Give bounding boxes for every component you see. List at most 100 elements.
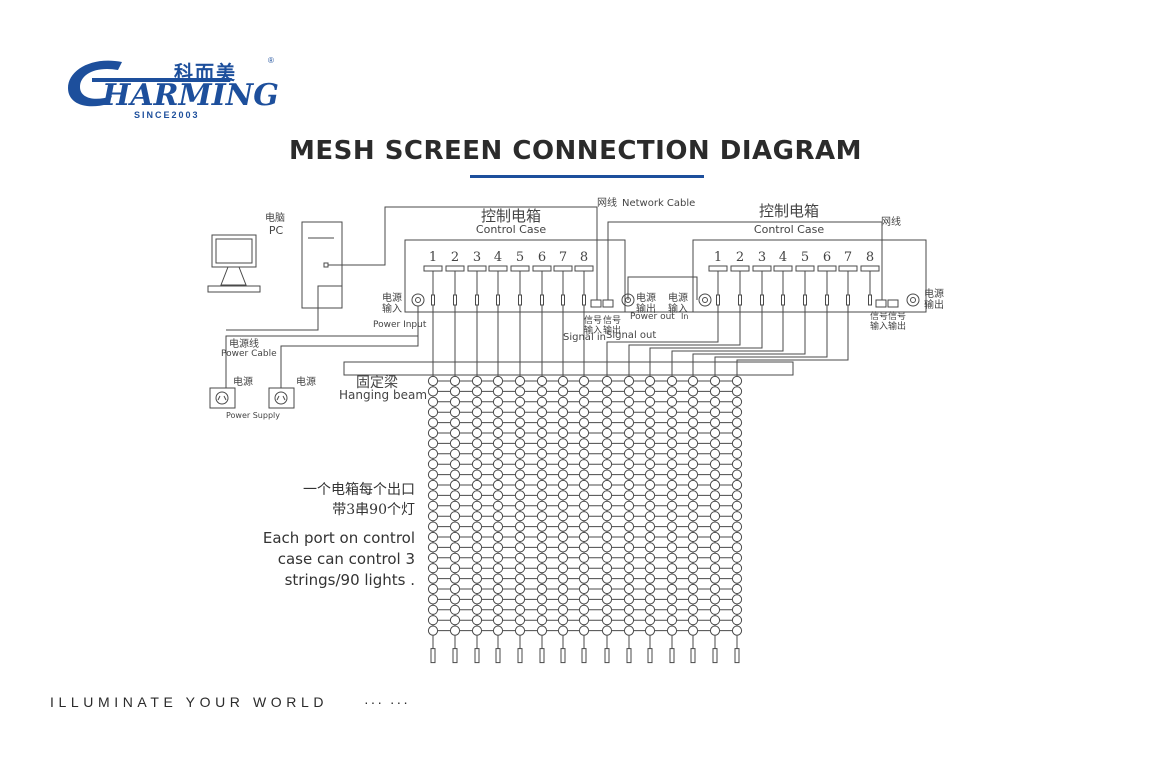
- led-node: [731, 604, 743, 615]
- led-node: [731, 552, 743, 563]
- led-node: [601, 375, 613, 387]
- led-node: [601, 583, 613, 595]
- led-node: [709, 375, 721, 387]
- led-node: [666, 615, 678, 626]
- led-node: [578, 386, 590, 397]
- case2-port-number-5: 5: [801, 250, 809, 265]
- led-node: [644, 615, 656, 626]
- led-node: [536, 479, 548, 491]
- led-node: [449, 563, 461, 574]
- led-node: [492, 490, 504, 501]
- led-node: [601, 438, 613, 449]
- led-node: [449, 396, 461, 407]
- led-node: [578, 594, 590, 605]
- led-node: [666, 563, 678, 574]
- led-node: [514, 459, 526, 470]
- led-node: [709, 625, 721, 636]
- control-case-label-en-2: Control Case: [754, 223, 824, 236]
- led-node: [536, 396, 548, 407]
- led-node: [687, 552, 699, 563]
- led-node: [731, 479, 743, 491]
- led-node: [731, 459, 743, 470]
- power-input-icon: [411, 293, 425, 307]
- case2-port-number-8: 8: [866, 250, 874, 265]
- case1-port-6: [532, 265, 552, 272]
- led-node: [623, 552, 635, 563]
- string-end-cap-5: [517, 648, 523, 664]
- led-node: [471, 459, 483, 470]
- led-node: [557, 386, 569, 397]
- led-node: [427, 417, 439, 428]
- led-node: [449, 407, 461, 418]
- led-node: [557, 521, 569, 532]
- led-node: [514, 542, 526, 553]
- string-end-cap-15: [734, 648, 740, 664]
- led-node: [687, 573, 699, 584]
- led-node: [536, 375, 548, 387]
- network-label-cn: 网线: [597, 196, 617, 209]
- led-node: [601, 407, 613, 418]
- signal-out-port-2: [887, 299, 899, 308]
- led-node: [687, 438, 699, 449]
- led-node: [578, 375, 590, 387]
- logo-since: SINCE2003: [134, 110, 200, 120]
- led-node: [601, 490, 613, 501]
- led-node: [601, 511, 613, 522]
- led-node: [557, 469, 569, 480]
- led-node: [427, 511, 439, 522]
- signal-in-label-cn-2-1: 输入: [870, 320, 888, 332]
- signal-out-label-cn-1: 输出: [603, 324, 621, 336]
- case1-port-plug-3: [475, 294, 479, 306]
- led-node: [557, 479, 569, 491]
- led-node: [623, 500, 635, 511]
- hanging-beam: [343, 361, 794, 376]
- case2-port-plug-5: [803, 294, 807, 306]
- led-node: [623, 459, 635, 470]
- led-node: [666, 500, 678, 511]
- led-node: [709, 459, 721, 470]
- power-cable-label-en: Power Cable: [221, 349, 277, 359]
- led-node: [492, 583, 504, 595]
- led-node: [449, 573, 461, 584]
- string-end-cap-6: [539, 648, 545, 664]
- led-node: [709, 511, 721, 522]
- case1-port-number-3: 3: [473, 250, 481, 265]
- led-node: [623, 604, 635, 615]
- led-node: [601, 417, 613, 428]
- led-node: [687, 490, 699, 501]
- string-end-cap-12: [669, 648, 675, 664]
- led-node: [666, 386, 678, 397]
- power-input-label-cn-0: 电源: [382, 291, 402, 304]
- led-node: [709, 594, 721, 605]
- case2-port-plug-7: [846, 294, 850, 306]
- led-node: [601, 563, 613, 574]
- led-node: [623, 479, 635, 491]
- control-case-2: [692, 239, 927, 313]
- led-node: [687, 427, 699, 439]
- led-node: [536, 573, 548, 584]
- led-node: [731, 490, 743, 501]
- signal-out-label-cn-2-0: 信号: [888, 310, 906, 322]
- led-node: [427, 479, 439, 491]
- case2-port-plug-8: [868, 294, 872, 306]
- network-label-en: Network Cable: [622, 198, 695, 209]
- led-node: [731, 500, 743, 511]
- led-node: [623, 448, 635, 459]
- led-node: [709, 604, 721, 615]
- led-node: [557, 615, 569, 626]
- led-node: [536, 490, 548, 501]
- socket-icon-1: [209, 387, 236, 409]
- power-cable-2: [280, 336, 419, 388]
- led-node: [644, 459, 656, 470]
- led-node: [471, 542, 483, 553]
- led-node: [557, 459, 569, 470]
- case1-port-7: [553, 265, 573, 272]
- led-node: [514, 583, 526, 595]
- led-node: [623, 438, 635, 449]
- power-output-label-cn-1: 输出: [636, 302, 656, 315]
- logo-mark: HARMING: [68, 60, 279, 113]
- led-node: [709, 615, 721, 626]
- led-node: [666, 511, 678, 522]
- feed-line-case2-4: [671, 305, 784, 376]
- led-node: [536, 417, 548, 428]
